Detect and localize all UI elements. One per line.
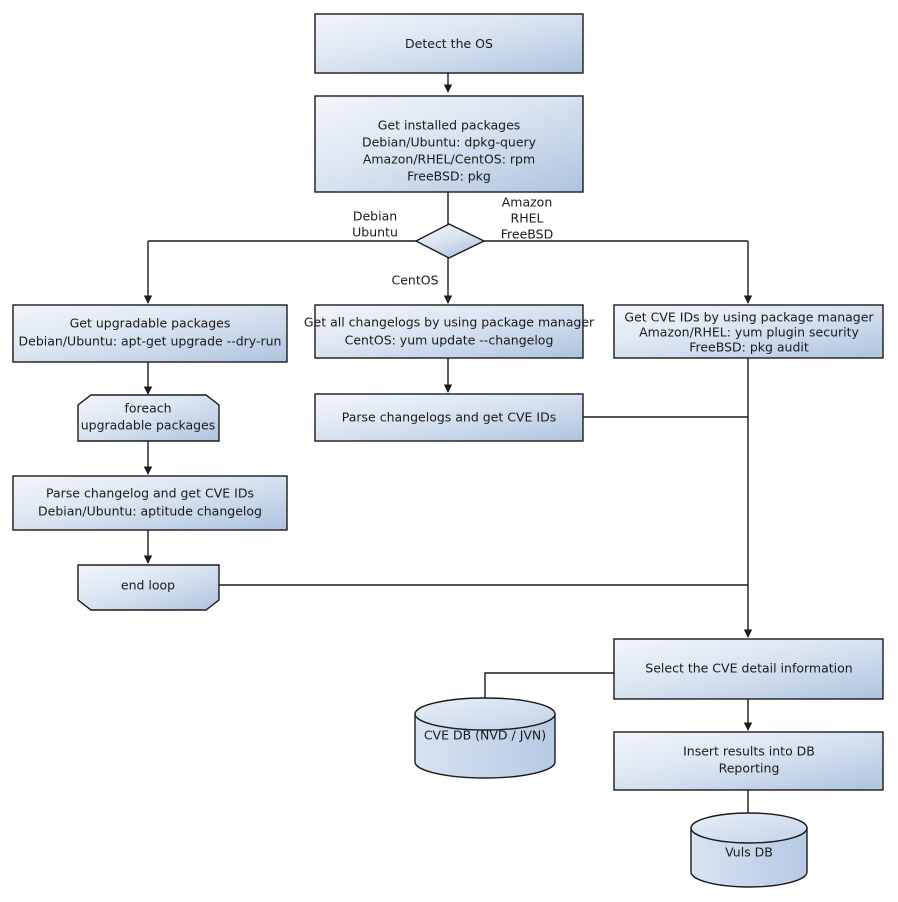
edge-label-amazon-rhel-freebsd-line-2: RHEL [511, 211, 544, 226]
node-get-installed-packages[interactable]: Get installed packages Debian/Ubuntu: dp… [314, 95, 584, 193]
node-vuls-db[interactable]: Vuls DB [690, 812, 808, 888]
node-get-installed-packages-line-3: Amazon/RHEL/CentOS: rpm [363, 152, 535, 167]
node-parse-changelogs-cve-ids[interactable]: Parse changelogs and get CVE IDs [314, 393, 584, 442]
node-parse-changelog-cve-ids-line-2: Debian/Ubuntu: aptitude changelog [38, 504, 262, 519]
node-get-installed-packages-line-2: Debian/Ubuntu: dpkg-query [362, 135, 537, 150]
node-detect-os[interactable]: Detect the OS [314, 13, 584, 74]
edge-label-centos-line-1: CentOS [391, 273, 438, 288]
node-get-upgradable-packages[interactable]: Get upgradable packages Debian/Ubuntu: a… [12, 304, 288, 363]
node-get-cve-ids-pkg-manager[interactable]: Get CVE IDs by using package manager Ama… [613, 304, 884, 359]
node-parse-changelog-cve-ids[interactable]: Parse changelog and get CVE IDs Debian/U… [12, 475, 288, 531]
node-vuls-db-label: Vuls DB [725, 845, 773, 860]
edge-label-amazon-rhel-freebsd-line-1: Amazon [502, 195, 553, 210]
edge-label-amazon-rhel-freebsd: Amazon RHEL FreeBSD [501, 195, 553, 242]
node-end-loop-line-1: end loop [121, 578, 175, 593]
node-foreach-loop-start-line-2: upgradable packages [81, 418, 216, 433]
node-insert-results-db[interactable]: Insert results into DB Reporting [613, 731, 884, 791]
node-end-loop[interactable]: end loop [77, 564, 220, 611]
node-insert-results-db-line-1: Insert results into DB [683, 744, 815, 759]
node-get-cve-ids-pkg-manager-line-1: Get CVE IDs by using package manager [624, 310, 874, 325]
node-get-cve-ids-pkg-manager-line-2: Amazon/RHEL: yum plugin security [639, 325, 859, 340]
node-select-cve-detail-line-1: Select the CVE detail information [645, 661, 852, 676]
connectors [143, 73, 753, 826]
node-get-upgradable-packages-line-1: Get upgradable packages [70, 316, 231, 331]
node-parse-changelog-cve-ids-line-1: Parse changelog and get CVE IDs [46, 486, 254, 501]
node-get-all-changelogs[interactable]: Get all changelogs by using package mana… [304, 304, 595, 359]
node-cve-db[interactable]: CVE DB (NVD / JVN) [414, 697, 556, 779]
node-insert-results-db-line-2: Reporting [719, 761, 780, 776]
edge-label-debian-ubuntu: Debian Ubuntu [352, 209, 398, 240]
node-parse-changelogs-cve-ids-line-1: Parse changelogs and get CVE IDs [342, 410, 556, 425]
node-detect-os-line-1: Detect the OS [405, 36, 493, 51]
node-foreach-loop-start[interactable]: foreach upgradable packages [77, 394, 220, 442]
node-select-cve-detail[interactable]: Select the CVE detail information [613, 638, 884, 700]
node-get-installed-packages-line-1: Get installed packages [378, 118, 521, 133]
node-foreach-loop-start-line-1: foreach [124, 401, 171, 416]
node-get-all-changelogs-line-1: Get all changelogs by using package mana… [304, 315, 595, 330]
node-os-decision[interactable] [414, 223, 486, 259]
node-get-installed-packages-line-4: FreeBSD: pkg [407, 169, 491, 184]
edge-label-amazon-rhel-freebsd-line-3: FreeBSD [501, 227, 553, 242]
node-get-upgradable-packages-line-2: Debian/Ubuntu: apt-get upgrade --dry-run [19, 334, 282, 349]
node-get-all-changelogs-line-2: CentOS: yum update --changelog [345, 333, 554, 348]
edge-label-debian-ubuntu-line-2: Ubuntu [352, 225, 398, 240]
edge-label-centos: CentOS [391, 273, 438, 288]
node-cve-db-label: CVE DB (NVD / JVN) [424, 728, 546, 743]
node-get-cve-ids-pkg-manager-line-3: FreeBSD: pkg audit [689, 340, 809, 355]
edge-label-debian-ubuntu-line-1: Debian [353, 209, 397, 224]
